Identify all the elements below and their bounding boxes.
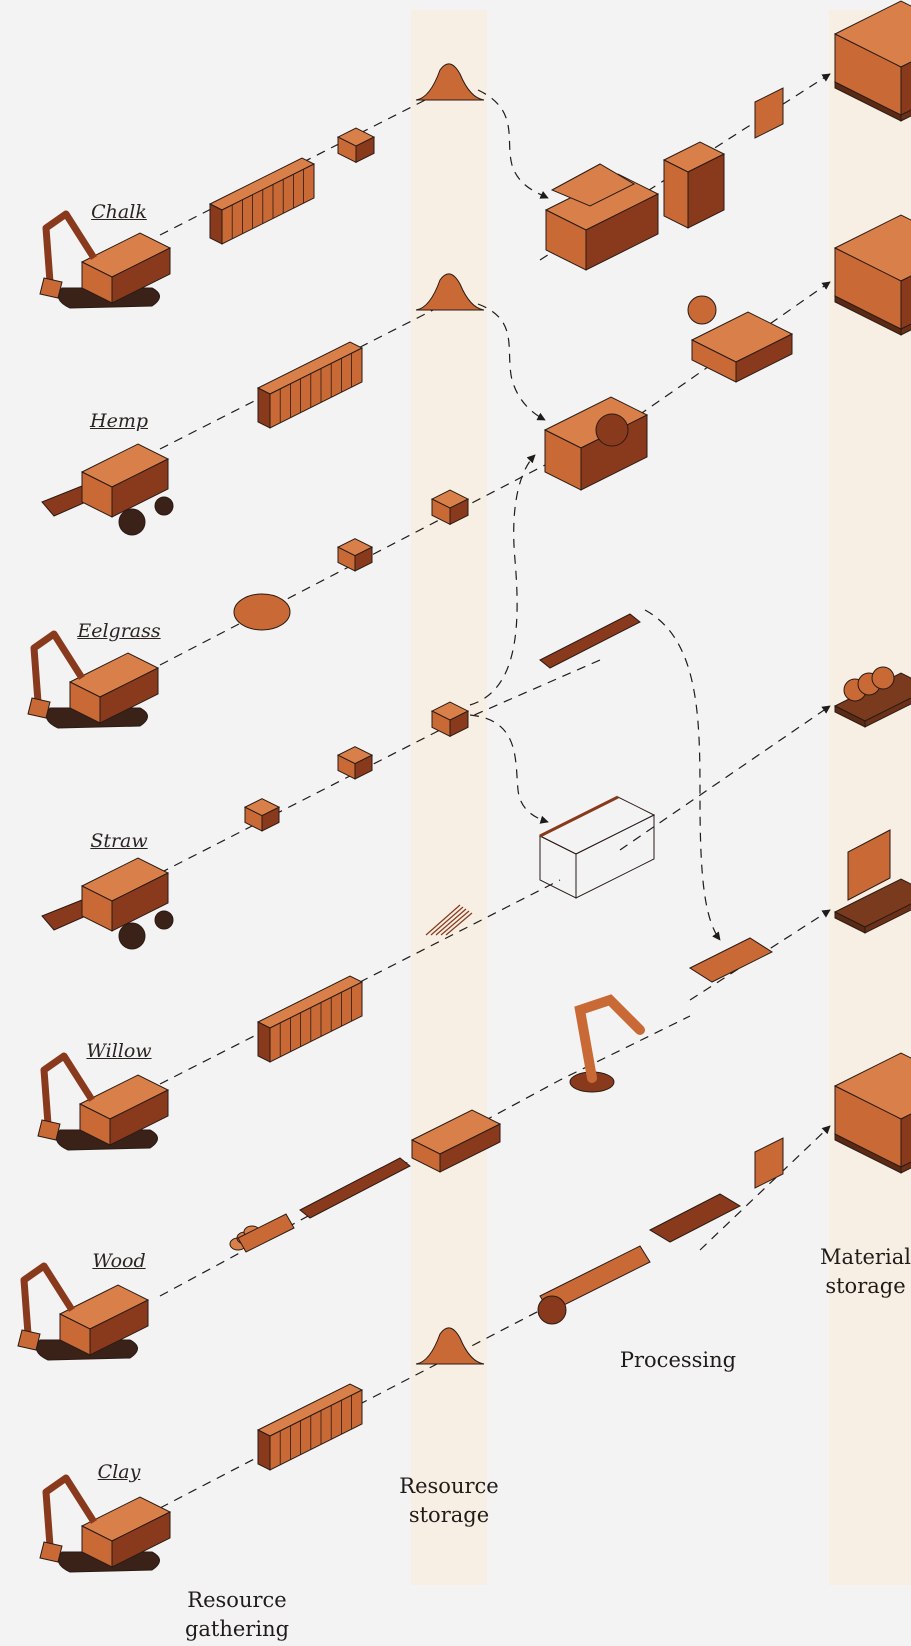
container-hemp [256, 341, 364, 429]
excavator-clay [39, 1474, 172, 1573]
flow-straw [159, 659, 601, 874]
flow-straw-to-press [469, 714, 549, 824]
flow-straw-out [619, 705, 831, 851]
flow-wood [159, 1015, 691, 1297]
container-clay [256, 1383, 364, 1471]
pallet-panels [833, 829, 911, 934]
resource-label-wood: Wood [92, 1250, 146, 1272]
excavator-eelgrass [27, 630, 160, 729]
bale-straw-storage [430, 701, 470, 738]
harvester-straw [41, 857, 174, 950]
resource-storage-band [411, 10, 487, 1585]
pallet-bricks-clay [833, 1052, 911, 1174]
column-label-resource-gathering: Resource gathering [184, 1588, 290, 1641]
bale-eelgrass-1 [336, 538, 374, 572]
flow-lines [159, 73, 831, 1509]
sawmill-rail [539, 613, 641, 669]
crusher-chalk [336, 127, 376, 164]
weaving-frame [538, 795, 656, 899]
excavator-chalk [39, 210, 172, 309]
column-label-resource-storage: Resource storage [399, 1474, 499, 1527]
column-label-material-storage: Material storage [820, 1245, 911, 1298]
bale-straw-1 [243, 798, 281, 832]
resource-label-eelgrass: Eelgrass [77, 620, 161, 642]
flow-clay-out [699, 1125, 831, 1251]
resource-label-clay: Clay [97, 1461, 141, 1483]
flow-chalk [159, 93, 438, 236]
resource-label-willow: Willow [86, 1040, 152, 1062]
bale-eelgrass-storage [430, 489, 470, 526]
sawmill-rail-wood [299, 1157, 411, 1219]
hopper-machine [544, 163, 660, 271]
container-chalk [208, 157, 316, 245]
pallet-bricks-chalk [833, 0, 911, 122]
flow-chalk-to-hopper [477, 89, 549, 199]
resource-label-hemp: Hemp [90, 410, 148, 432]
clay-extruder [537, 1193, 742, 1325]
resource-label-straw: Straw [90, 830, 148, 852]
pallet-bricks-hemp [833, 214, 911, 336]
log-stack [229, 1213, 295, 1253]
diagram-items [17, 0, 911, 1573]
excavator-willow [37, 1052, 170, 1151]
container-willow [256, 975, 364, 1063]
flow-straw-to-mill [469, 454, 536, 706]
plank-stack [410, 1109, 502, 1173]
robot-arm [569, 994, 645, 1093]
excavator-wood [17, 1262, 150, 1361]
pile-clay [415, 1327, 485, 1365]
motor-unit [687, 295, 794, 383]
pressed-board [688, 937, 774, 983]
eelgrass-bundle [233, 593, 291, 631]
pallet-rolls [833, 666, 911, 728]
column-label-processing: Processing [619, 1348, 737, 1372]
strapping-rack-top [754, 87, 784, 139]
resource-label-chalk: Chalk [91, 201, 147, 223]
willow-rods-storage [425, 904, 473, 936]
flow-hemp [159, 307, 438, 450]
strapping-rack-bottom [754, 1137, 784, 1189]
flow-saw-to-board [644, 609, 721, 941]
bale-straw-2 [336, 746, 374, 780]
baling-press [662, 141, 726, 229]
harvester-hemp [41, 443, 174, 536]
hammer-mill [543, 396, 649, 491]
pile-chalk [415, 63, 485, 101]
pile-hemp [415, 273, 485, 311]
flow-hemp-to-mill [477, 303, 546, 421]
